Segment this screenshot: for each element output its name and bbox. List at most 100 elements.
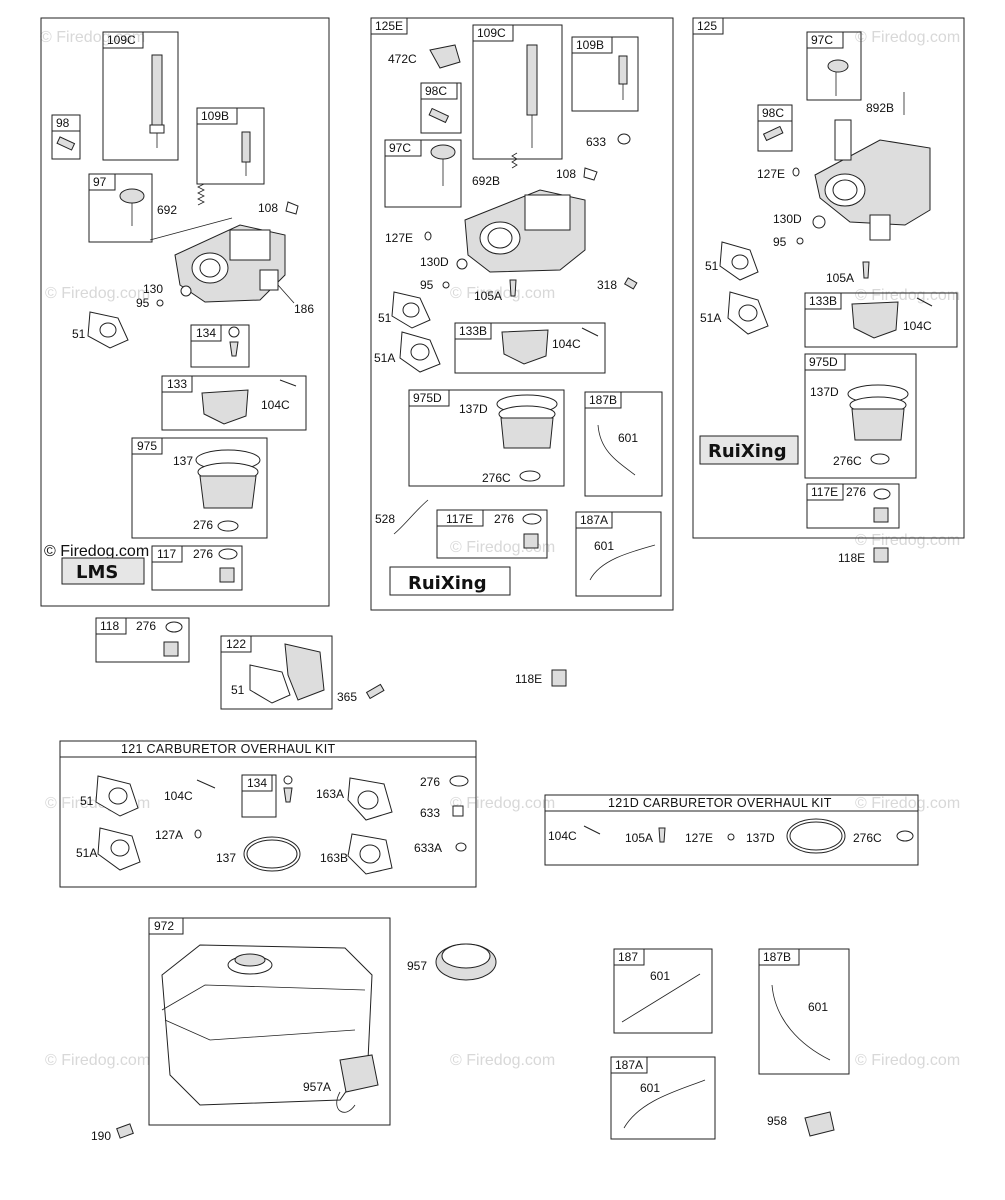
callout: 97 (93, 175, 107, 189)
callout: 975D (413, 391, 442, 405)
callout: 528 (375, 512, 395, 526)
callout: 51 (72, 327, 86, 341)
callout: 105A (474, 289, 502, 303)
watermark: © Firedog.com (45, 1052, 150, 1069)
callout: 95 (773, 235, 787, 249)
right-panel: 125 97C 98C 892B 127E 130D 95 51 105A (692, 17, 965, 565)
watermark: © Firedog.com (40, 29, 145, 46)
callout: 51 (80, 794, 94, 808)
callout: 104C (903, 319, 932, 333)
callout: 133B (809, 294, 837, 308)
callout: 472C (388, 52, 417, 66)
callout: 137 (216, 851, 236, 865)
callout: 187B (763, 950, 791, 964)
callout: 104C (261, 398, 290, 412)
callout: 276 (494, 512, 514, 526)
callout: 692 (157, 203, 177, 217)
callout: 109C (477, 26, 506, 40)
callout: 133B (459, 324, 487, 338)
fuel-lines-panel: 187 601 187B 601 187A 601 (610, 948, 850, 1140)
callout: 186 (294, 302, 314, 316)
callout: 117E (446, 512, 473, 526)
callout: 130D (420, 255, 449, 269)
callout: 187B (589, 393, 617, 407)
callout: 137D (810, 385, 839, 399)
callout: 187 (618, 950, 638, 964)
callout: 276 (846, 485, 866, 499)
callout: 108 (258, 201, 278, 215)
callout: 365 (337, 690, 357, 704)
callout: 276 (136, 619, 156, 633)
callout: 137D (746, 831, 775, 845)
callout: 105A (826, 271, 854, 285)
callout: 98 (56, 116, 70, 130)
watermark: © Firedog.com (450, 285, 555, 302)
callout: 51 (231, 683, 245, 697)
watermark: © Firedog.com (450, 539, 555, 556)
fuel-tank-panel: 972 957A (148, 917, 391, 1126)
callout: 97C (389, 141, 411, 155)
brand-logo: RuiXing (708, 441, 787, 462)
callout: 276 (420, 775, 440, 789)
kit-title: 121 CARBURETOR OVERHAUL KIT (121, 742, 335, 756)
callout: 125 (697, 19, 717, 33)
callout: 133 (167, 377, 187, 391)
callout: 975D (809, 355, 838, 369)
carburetor-illustration (814, 119, 931, 241)
fuel-tank-illustration (161, 944, 373, 1106)
callout: 127A (155, 828, 183, 842)
callout: 51A (76, 846, 97, 860)
callout: 601 (808, 1000, 828, 1014)
callout: 117 (157, 547, 176, 561)
callout: 98C (762, 106, 784, 120)
carburetor-illustration (464, 189, 586, 273)
callout: 190 (91, 1129, 111, 1143)
callout: 134 (196, 326, 216, 340)
callout: 130D (773, 212, 802, 226)
kit-title: 121D CARBURETOR OVERHAUL KIT (608, 796, 832, 810)
watermark: © Firedog.com (855, 287, 960, 304)
callout: 122 (226, 637, 246, 651)
callout: 127E (685, 831, 713, 845)
watermark: © Firedog.com (855, 532, 960, 549)
callout: 163B (320, 851, 348, 865)
kit-121-panel: 121 CARBURETOR OVERHAUL KIT 51 104C 134 … (59, 740, 477, 888)
callout: 137 (173, 454, 193, 468)
callout: 958 (767, 1114, 787, 1128)
callout: 104C (552, 337, 581, 351)
callout: 118E (515, 672, 542, 686)
callout: 187A (580, 513, 608, 527)
callout: 633 (586, 135, 606, 149)
watermark: © Firedog.com (450, 795, 555, 812)
callout: 118E (838, 551, 865, 565)
callout: 692B (472, 174, 500, 188)
carburetor-illustration (174, 224, 286, 303)
callout: 108 (556, 167, 576, 181)
callout: 972 (154, 919, 174, 933)
callout: 127E (385, 231, 413, 245)
loose-parts: 118 276 122 51 365 118E (95, 617, 567, 710)
callout: 601 (594, 539, 614, 553)
callout: 109C (107, 33, 136, 47)
watermark: © Firedog.com (855, 795, 960, 812)
callout: 104C (548, 829, 577, 843)
callout: 318 (597, 278, 617, 292)
site-label: © Firedog.com (44, 543, 149, 560)
callout: 95 (420, 278, 434, 292)
callout: 105A (625, 831, 653, 845)
callout: 187A (615, 1058, 643, 1072)
callout: 127E (757, 167, 785, 181)
brand-logo: RuiXing (408, 573, 487, 594)
callout: 117E (811, 485, 838, 499)
callout: 892B (866, 101, 894, 115)
callout: 51A (700, 311, 721, 325)
kit-121d-panel: 121D CARBURETOR OVERHAUL KIT 104C 105A 1… (544, 794, 919, 866)
middle-panel: 125E 472C 109C 109B 98C 633 97C 692B 108 (370, 17, 674, 611)
callout: 633A (414, 841, 442, 855)
callout: 601 (650, 969, 670, 983)
callout: 276C (482, 471, 511, 485)
callout: 276 (193, 518, 213, 532)
callout: 163A (316, 787, 344, 801)
callout: 276 (193, 547, 213, 561)
left-panel: 109C 98 109B 97 692 108 (40, 17, 330, 607)
